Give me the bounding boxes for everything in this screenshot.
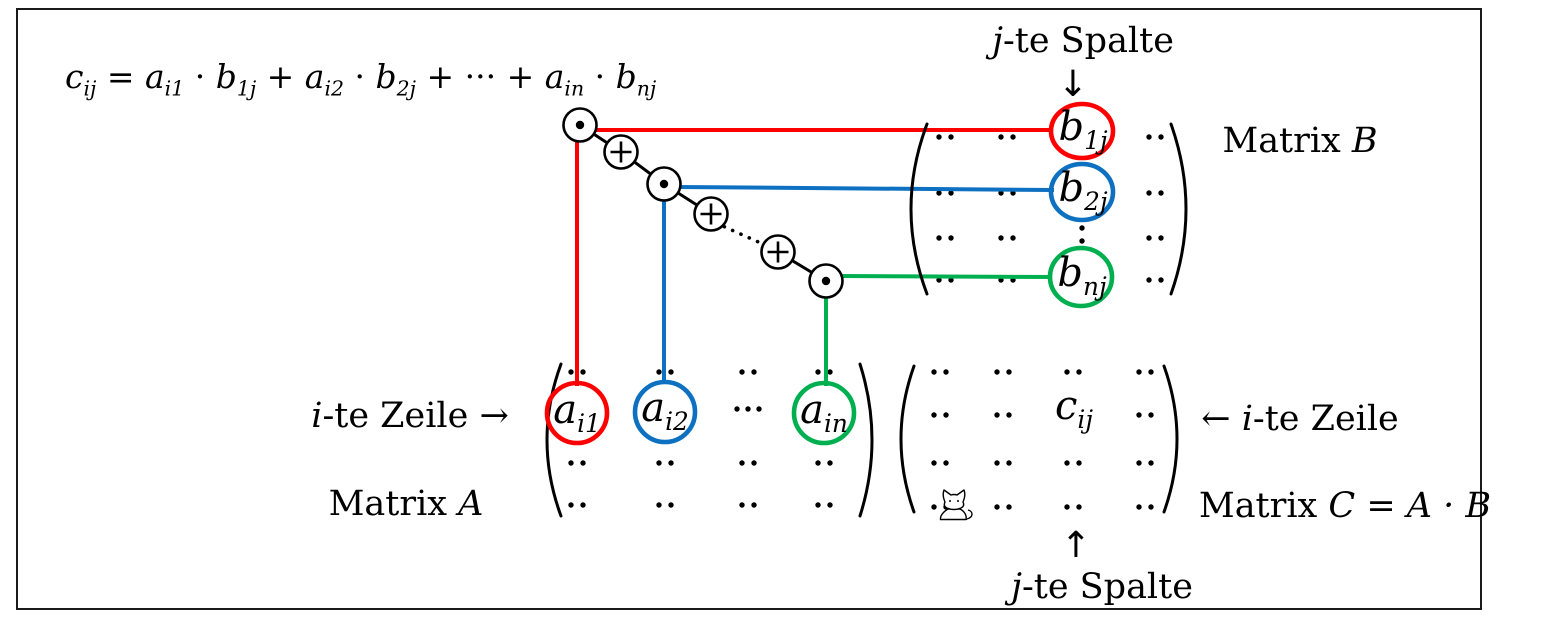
matrix-a-right-paren: [858, 362, 874, 518]
circle-a-i1: [544, 380, 610, 446]
chain-solid-segment: [579, 123, 712, 216]
formula-cij: cij = ai1 · b1j + ai2 · b2j + ··· + ain …: [64, 57, 657, 101]
matrix-a-entry-ai2: ai2: [641, 385, 689, 436]
label-ite-zeile-right: ← i-te Zeile: [1201, 398, 1399, 439]
matrix-a-entry-ai1: ai1: [553, 387, 601, 438]
add-node-icon: [603, 134, 639, 170]
arrow-down-icon: ↓: [1057, 64, 1089, 105]
add-node-icon: [693, 196, 729, 232]
arrow-right-icon: →: [468, 395, 509, 436]
matrix-a-dots: [568, 369, 833, 508]
multiply-node-icon: [646, 166, 682, 202]
cat-cursor-icon: [939, 489, 973, 521]
circle-a-in: [791, 380, 857, 446]
matrix-a-left-paren: [545, 362, 563, 518]
label-ite-zeile-left: i-te Zeile →: [311, 395, 509, 436]
arrow-up-icon: ↑: [1060, 525, 1092, 566]
blue-line-horizontal: [676, 185, 1055, 192]
label-matrix-c: Matrix C = A · B: [1198, 485, 1492, 526]
matrix-c-left-paren: [899, 364, 916, 514]
label-jte-spalte-top: j-te Spalte: [992, 20, 1174, 61]
circle-b-nj: [1047, 245, 1115, 309]
matrix-c-entry-cij: cij: [1054, 383, 1094, 434]
highlight-circles: [544, 101, 1116, 446]
multiply-node-icon: [562, 107, 598, 143]
matrix-parentheses: [545, 122, 1188, 518]
matrix-c-right-paren: [1162, 364, 1179, 514]
circle-a-i2: [632, 379, 698, 445]
circle-b-1j: [1048, 101, 1116, 161]
outer-border: [16, 8, 1482, 610]
matrix-b-dots: [936, 134, 1164, 283]
matrix-b-entry-b1j: b1j: [1058, 104, 1108, 155]
colored-connectors: [575, 128, 1055, 386]
matrix-b-right-paren: [1169, 122, 1188, 296]
matrix-b-entry-b2j: b2j: [1058, 165, 1108, 216]
label-matrix-a: Matrix A: [328, 483, 484, 524]
add-node-icon: [760, 234, 796, 270]
multiply-node-icon: [808, 263, 844, 299]
matrix-b-left-paren: [909, 122, 929, 296]
matrix-c-dots: [931, 369, 1154, 510]
green-line-horizontal: [839, 274, 1053, 279]
label-jte-spalte-bottom: j-te Spalte: [1011, 566, 1193, 607]
circle-b-2j: [1048, 161, 1116, 223]
matrix-b-entry-bnj: bnj: [1057, 250, 1107, 301]
label-matrix-b: Matrix B: [1222, 120, 1378, 161]
matrix-a-entry-ain: ain: [800, 387, 848, 438]
arrow-left-icon: ←: [1201, 398, 1242, 439]
